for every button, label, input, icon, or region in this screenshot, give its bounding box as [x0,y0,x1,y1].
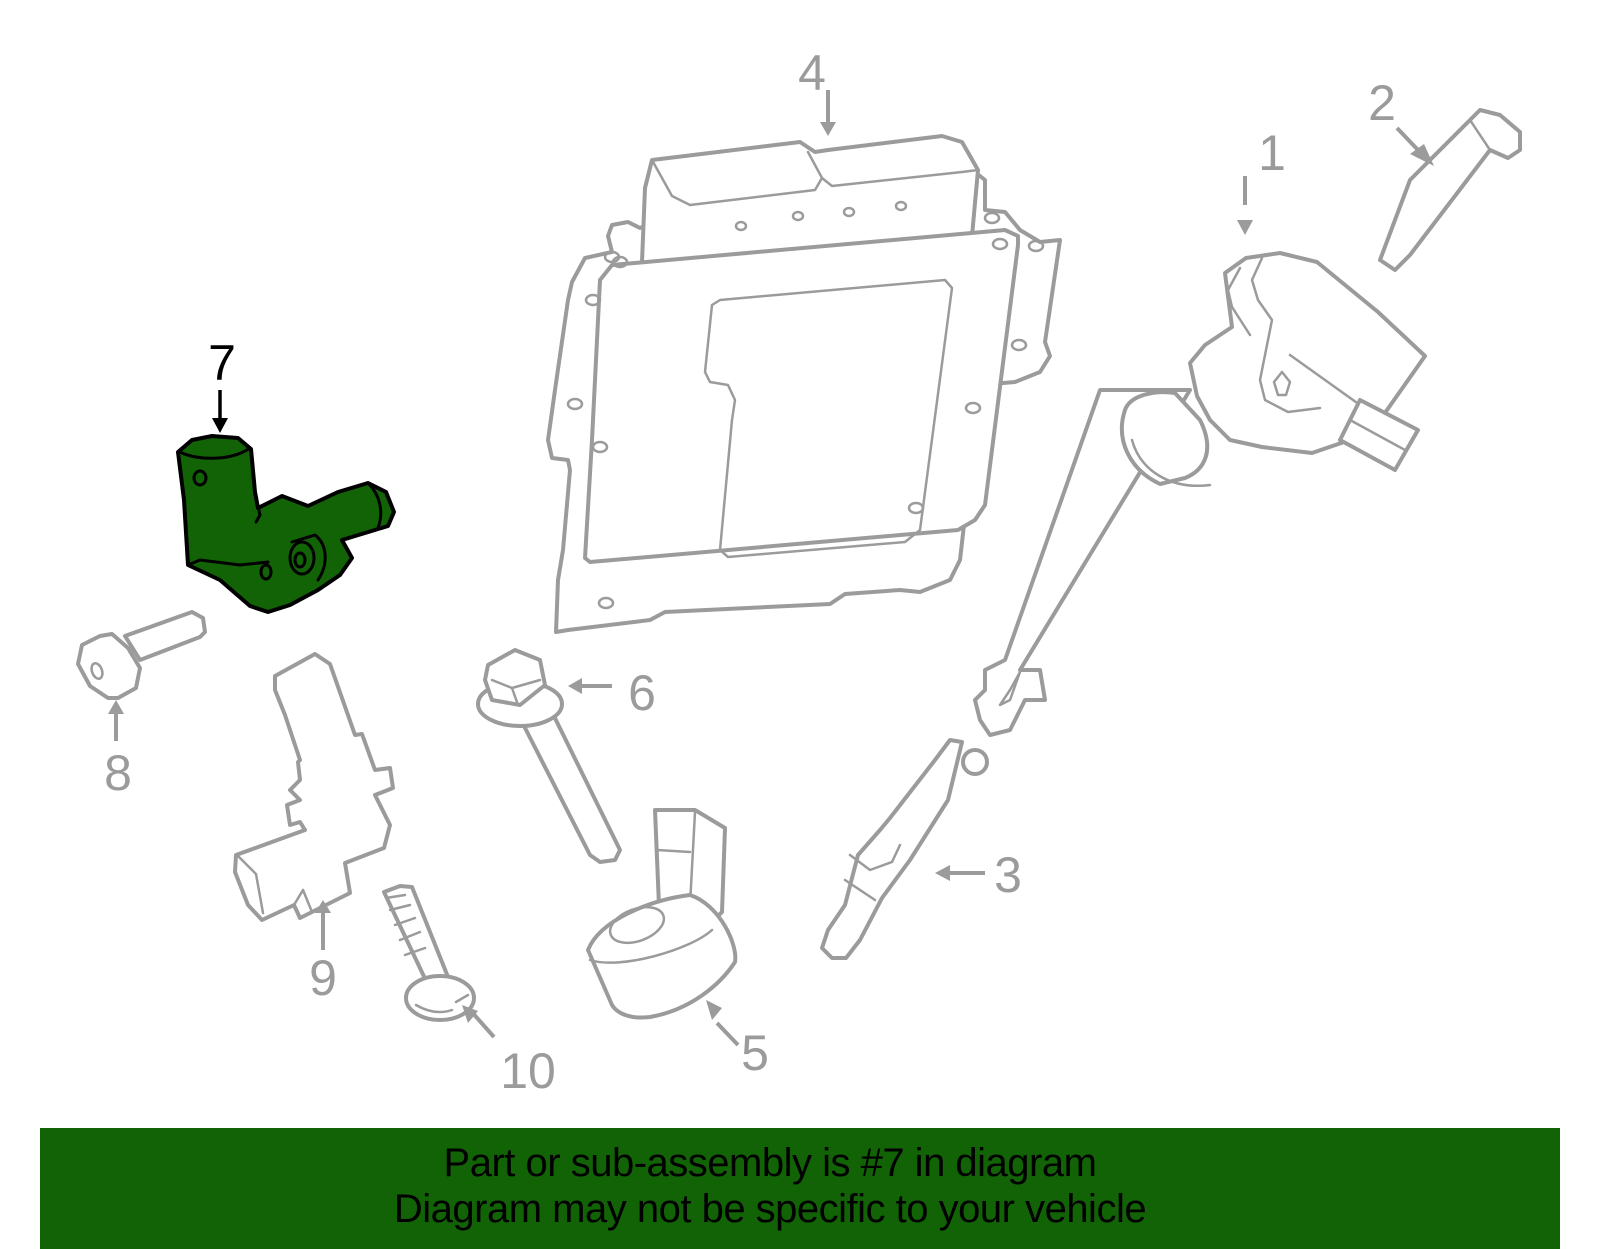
callout-3: 3 [935,847,1022,903]
callout-6: 6 [568,665,656,721]
callout-10: 10 [462,1005,556,1099]
part-9-crankshaft-sensor[interactable] [233,652,395,922]
part-3-spark-plug[interactable] [820,738,989,960]
callout-1: 1 [1237,125,1286,235]
part-8-bolt[interactable] [76,610,207,700]
callout-3-label: 3 [994,847,1022,903]
part-5-knock-sensor[interactable] [586,808,738,1020]
part-7-camshaft-sensor[interactable] [176,434,396,614]
callout-8: 8 [104,700,132,801]
banner-line-part: Part or sub-assembly is #7 in diagram [443,1141,1097,1185]
part-2-coil-bolt[interactable] [1378,108,1522,272]
part-1-ignition-coil[interactable] [973,251,1427,737]
callout-8-label: 8 [104,745,132,801]
callout-4: 4 [798,45,836,136]
callout-6-label: 6 [628,665,656,721]
callout-4-label: 4 [798,45,826,101]
callout-10-label: 10 [500,1043,556,1099]
callout-5: 5 [706,1000,769,1081]
part-10-bolt[interactable] [382,884,476,1022]
callout-2: 2 [1368,75,1434,166]
callout-5-label: 5 [741,1025,769,1081]
part-6-bolt[interactable] [476,648,622,864]
callout-7-label: 7 [208,335,236,391]
part-4-ecm[interactable] [546,134,1062,634]
banner-line-disclaimer: Diagram may not be specific to your vehi… [393,1187,1147,1231]
info-banner: Part or sub-assembly is #7 in diagram Di… [40,1128,1560,1249]
callout-2-label: 2 [1368,75,1396,131]
callout-7: 7 [208,335,236,433]
callout-1-label: 1 [1258,125,1286,181]
callout-9-label: 9 [309,950,337,1006]
callout-9: 9 [309,900,337,1006]
